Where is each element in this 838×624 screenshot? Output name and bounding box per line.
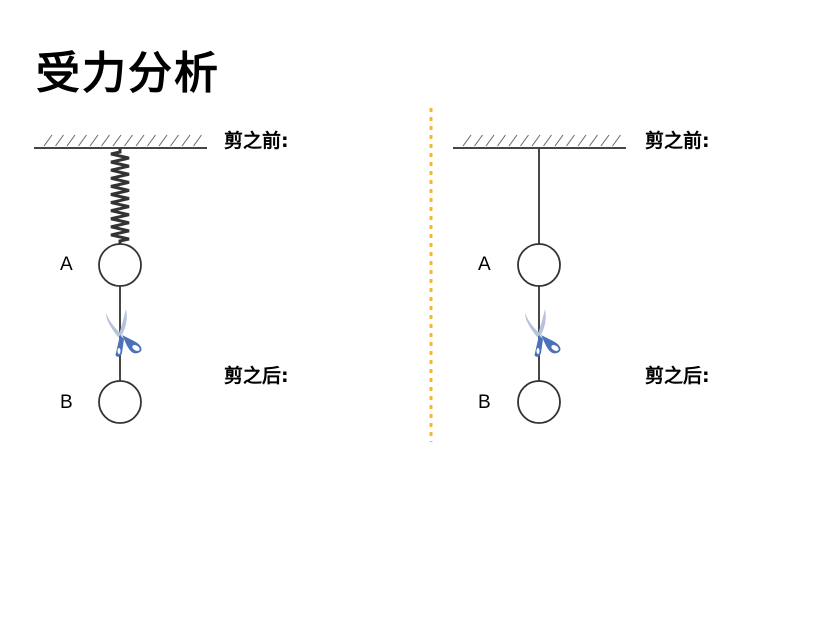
ceiling-hatch [612,134,621,147]
ceiling-hatch [462,134,472,147]
ball-a [517,243,561,287]
ceiling-hatch [600,134,610,147]
page-title: 受力分析 [36,48,220,99]
ceiling-hatch [89,134,99,147]
ceiling-hatch [497,134,506,147]
right-panel [453,134,626,424]
ceiling-hatch [485,134,495,147]
ceiling-hatch [147,134,156,147]
ceiling-hatch [66,134,76,147]
ball-b [517,380,561,424]
ceiling-hatch [193,134,202,147]
ceiling-hatch [101,134,110,147]
ceiling-hatch [158,134,168,147]
ceiling-hatch [112,134,122,147]
ceiling-hatch [543,134,552,147]
ceiling-hatch [124,134,133,147]
ceiling-hatch [78,134,87,147]
ball-b-label-left: B [60,392,73,413]
ball-a [98,243,142,287]
ceiling-hatch [181,134,191,147]
ceiling-hatch [55,134,64,147]
ceiling-hatch [577,134,587,147]
after-label-left: 剪之后: [224,365,289,387]
ball-a-label-right: A [478,254,491,275]
spring [110,149,130,244]
ceiling-hatch [531,134,541,147]
ball-b-label-right: B [478,392,491,413]
ball-b [98,380,142,424]
ceiling-hatch [43,134,53,147]
before-label-right: 剪之前: [645,130,710,152]
ceiling-hatch [170,134,179,147]
ceiling-hatch [520,134,529,147]
ball-a-label-left: A [60,254,73,275]
ceiling-hatch [135,134,145,147]
left-panel [34,134,207,424]
ceiling-hatch [554,134,564,147]
scissors-icon [106,309,142,357]
ceiling-hatch [474,134,483,147]
ceiling [453,134,626,149]
ceiling-hatch [566,134,575,147]
scissors-icon [525,309,561,357]
before-label-left: 剪之前: [224,130,289,152]
ceiling-hatch [508,134,518,147]
after-label-right: 剪之后: [645,365,710,387]
ceiling-hatch [589,134,598,147]
ceiling [34,134,207,149]
